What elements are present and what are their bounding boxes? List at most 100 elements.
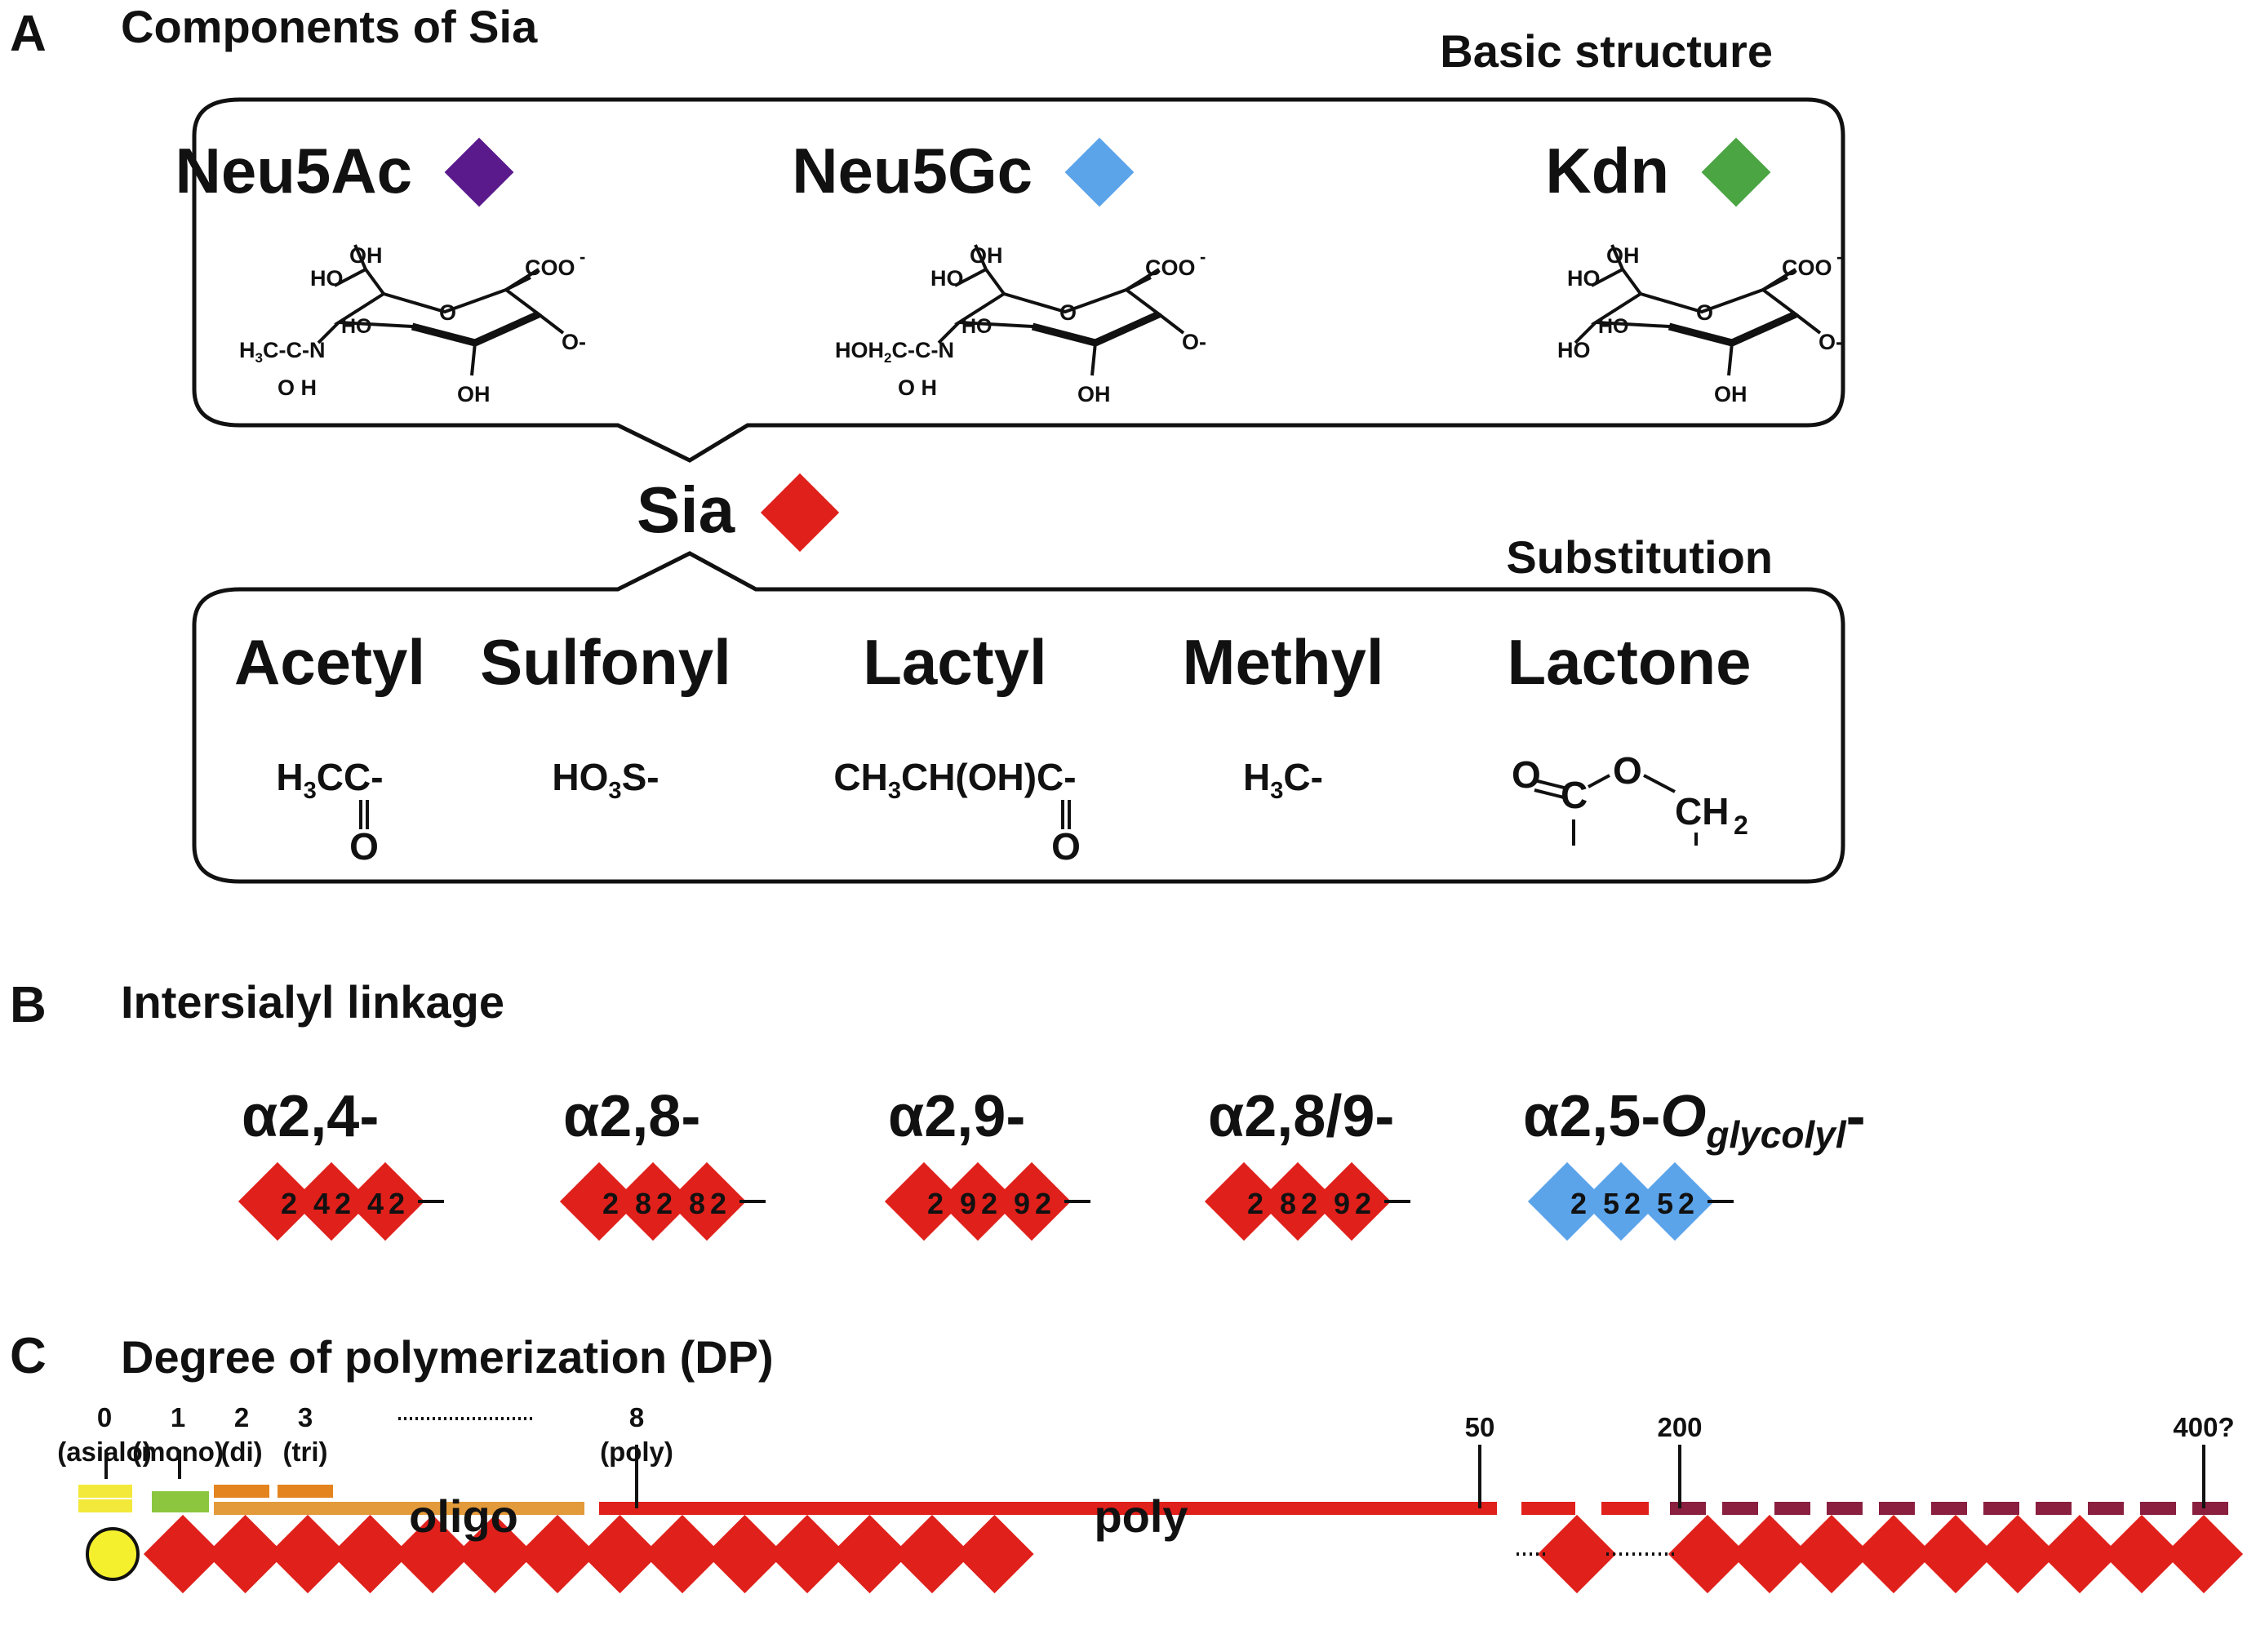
panel-c-letter: C [10,1328,47,1384]
oligo-label: oligo [409,1490,518,1542]
linkage-number: 9 [1014,1187,1030,1220]
basic-structure-box [192,97,1845,463]
bond [537,313,565,335]
linkage-diamond [667,1161,747,1241]
linkage-number: 4 [313,1187,330,1220]
linkage-number: 8 [689,1187,705,1220]
linkage-number: 2 [389,1187,405,1220]
label-r-carbonyl: O H [278,375,317,400]
label-charge: - [1836,246,1842,267]
label-oh-bottom: OH [457,382,491,406]
dp-diamond [955,1514,1034,1594]
bond [1574,321,1597,344]
linkage-number: 8 [1280,1187,1296,1220]
linkage-diamond [613,1161,693,1241]
bond [974,244,988,270]
ring-front-edge [411,322,477,347]
substitution-label: Substitution [1506,531,1773,583]
substitution-box [192,551,1845,884]
tick-value: 2 [234,1402,249,1432]
tick-note: (tri) [283,1437,328,1467]
tick-value: 50 [1465,1412,1495,1442]
bond [984,268,1006,295]
basic-structure-label: Basic structure [1440,25,1773,77]
label-ring-o: O [1696,300,1713,325]
dp-diamond [2164,1514,2244,1594]
panel-c-title: Degree of polymerization (DP) [121,1331,774,1383]
bond [1588,774,1610,788]
bond [1643,774,1676,793]
label-ho-top: HO [1567,266,1601,291]
bond [334,268,366,287]
carbonyl-o: O [349,825,379,868]
bond [1621,268,1642,295]
substitution-name: Methyl [1182,626,1383,698]
ring-front-edge [473,310,540,347]
label-ring-ho: HO [1598,315,1629,338]
linkage-label: α2,5-Oglycolyl- [1523,1084,1866,1156]
substitution-formula: H3​CC- [276,756,383,804]
label-o-minus: O- [562,330,586,354]
label-ring-ho: HO [341,315,372,338]
label-coo: COO [525,255,575,280]
linkage-diamond [1635,1161,1715,1241]
linkage-diamond [1258,1161,1338,1241]
linkage-label: α2,4- [242,1084,379,1149]
linkage-number: 2 [281,1187,297,1220]
linkage-number: 5 [1603,1187,1619,1220]
dp-diamond [455,1514,535,1594]
label-ring-ho: HO [961,315,993,338]
bond [1591,268,1623,287]
linkage-number: 2 [335,1187,351,1220]
tick-value: 8 [629,1402,644,1432]
panel-b-title: Intersialyl linkage [121,976,504,1028]
label-r-group: HO [1557,338,1591,362]
sia-type-diamond [1701,137,1771,207]
linkage-number: 2 [1624,1187,1641,1220]
substitution-formula: CH3​CH(OH)C- [833,756,1076,804]
linkage-diamond [992,1161,1072,1241]
linkage-number: 2 [927,1187,944,1220]
bond [317,321,340,344]
panel-a: A Components of Sia Basic structure Sia … [10,1,1845,884]
label-ring-o: O [439,300,456,325]
dp-diamond [393,1514,473,1594]
linkage-number: 8 [635,1187,651,1220]
linkage-label: α2,8- [563,1084,700,1149]
bond [954,268,987,287]
label-charge: - [580,246,585,267]
label-o-minus: O- [1182,330,1206,354]
linkage-number: 2 [710,1187,726,1220]
dp-diamond [143,1514,223,1594]
tick-value: 400? [2173,1412,2234,1442]
sia-type-name: Neu5Ac [175,135,412,206]
linkage-number: 2 [981,1187,997,1220]
linkage-number: 9 [1334,1187,1350,1220]
label-r-group: HOH2​C-C-N [835,338,954,366]
linkage-number: 2 [1355,1187,1371,1220]
linkage-number: 2 [656,1187,673,1220]
lactone-subscript: 2 [1734,810,1748,840]
panel-b-letter: B [10,977,47,1033]
double-bond [1534,779,1568,790]
tick-note: (di) [220,1437,262,1467]
bond [470,342,477,376]
tick-value: 0 [97,1402,112,1432]
tick-value: 200 [1657,1412,1702,1442]
dp-diamond [517,1514,597,1594]
substitution-formula: H3​C- [1243,756,1323,804]
linkage-diamond [1204,1161,1284,1241]
sia-type-name: Kdn [1545,135,1669,206]
ring-front-edge [1668,322,1734,347]
label-oh-top: OH [970,243,1003,268]
tick-note: (mono) [132,1437,224,1467]
label-ho-top: HO [310,266,344,291]
label-o-minus: O- [1819,330,1843,354]
